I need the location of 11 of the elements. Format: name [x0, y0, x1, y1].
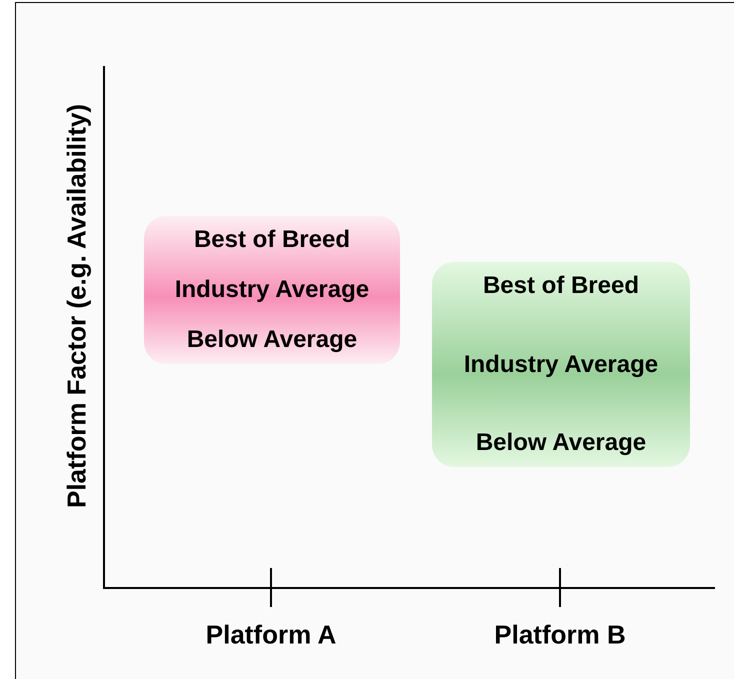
- rating-label: Best of Breed: [194, 226, 350, 254]
- rating-label: Industry Average: [464, 350, 658, 378]
- rating-label: Industry Average: [174, 276, 370, 304]
- rating-label: Below Average: [186, 326, 358, 354]
- rating-label: Best of Breed: [482, 272, 640, 300]
- rating-box: [144, 216, 400, 364]
- rating-label: Below Average: [476, 429, 646, 457]
- rating-box: [432, 262, 690, 467]
- x-axis-label: Platform A: [206, 620, 336, 650]
- y-axis-title: Platform Factor (e.g. Availability): [62, 104, 92, 508]
- x-axis-label: Platform B: [494, 620, 626, 650]
